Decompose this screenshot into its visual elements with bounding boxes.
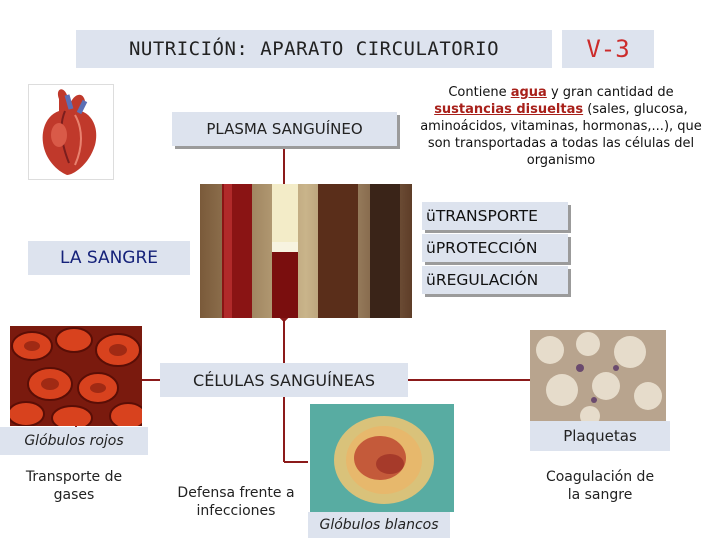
title-box: NUTRICIÓN: APARATO CIRCULATORIO xyxy=(76,30,552,68)
red-cells-label: Glóbulos rojos xyxy=(0,427,148,455)
plasma-desc-text-3: (sales, glucosa, aminoácidos, vitaminas,… xyxy=(420,102,702,168)
page-title: NUTRICIÓN: APARATO CIRCULATORIO xyxy=(128,38,500,60)
plasma-desc-sustancias: sustancias disueltas xyxy=(434,102,584,117)
function-label: PROTECCIÓN xyxy=(435,239,538,257)
white-cells-label-text: Glóbulos blancos xyxy=(319,517,439,533)
red-cells-function: Transporte de gases xyxy=(25,469,123,503)
check-icon: ü xyxy=(426,207,436,225)
plasma-desc-agua: agua xyxy=(510,85,547,100)
white-cells-function: Defensa frente a infecciones xyxy=(177,485,295,519)
slide-code: V-3 xyxy=(586,35,630,63)
main-topic-label: LA SANGRE xyxy=(28,241,190,275)
main-topic-text: LA SANGRE xyxy=(59,248,159,268)
code-box: V-3 xyxy=(562,30,654,68)
plasma-description: Contiene agua y gran cantidad de sustanc… xyxy=(416,84,706,169)
function-label: TRANSPORTE xyxy=(435,207,538,225)
blood-cells-label-text: CÉLULAS SANGUÍNEAS xyxy=(193,370,375,390)
blood-tube-photo-icon xyxy=(200,184,412,318)
blood-cells-label: CÉLULAS SANGUÍNEAS xyxy=(160,363,408,397)
plasma-label-text: PLASMA SANGUÍNEO xyxy=(206,120,363,138)
function-label: REGULACIÓN xyxy=(435,271,539,289)
platelets-label-text: Plaquetas xyxy=(563,427,637,445)
red-blood-cells-photo-icon xyxy=(10,326,142,426)
plasma-desc-text-1: Contiene xyxy=(448,85,511,100)
platelets-photo-icon xyxy=(530,330,666,422)
plasma-label: PLASMA SANGUÍNEO xyxy=(172,112,397,146)
check-icon: ü xyxy=(426,239,436,257)
white-cells-label: Glóbulos blancos xyxy=(308,512,450,538)
white-blood-cell-photo-icon xyxy=(310,404,454,512)
check-icon: ü xyxy=(426,271,436,289)
heart-illustration-icon xyxy=(28,84,114,180)
platelets-label: Plaquetas xyxy=(530,421,670,451)
platelets-function: Coagulación de la sangre xyxy=(545,469,655,503)
plasma-desc-text-2: y gran cantidad de xyxy=(546,85,674,100)
red-cells-label-text: Glóbulos rojos xyxy=(24,433,124,449)
